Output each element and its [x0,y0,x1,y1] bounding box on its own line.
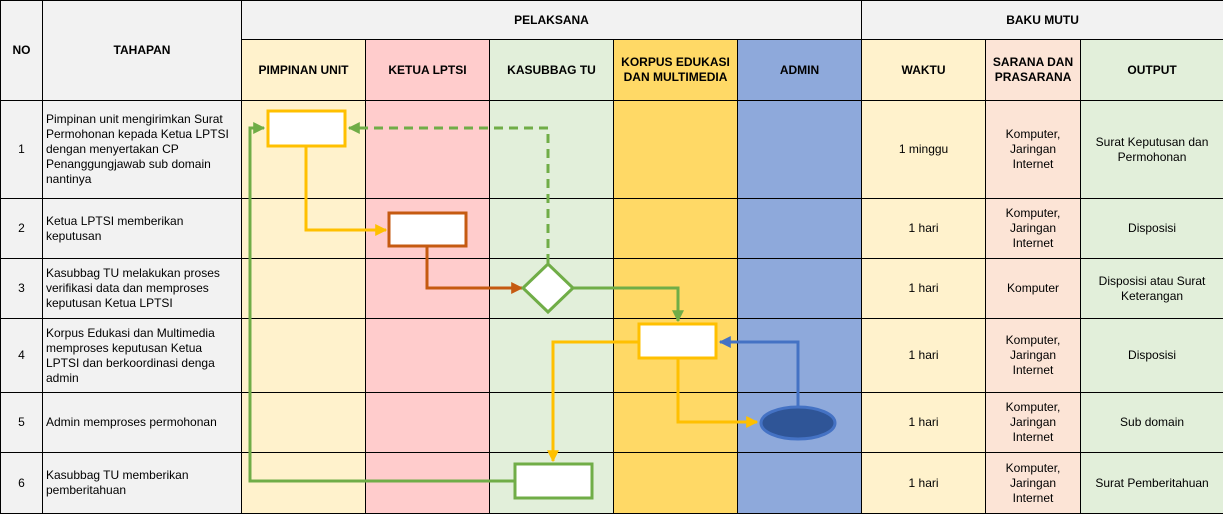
connector-step3-to-step4 [573,288,678,321]
connector-step6-to-step1 [250,128,514,481]
process-box-pimpinan-unit [268,111,345,146]
connector-step4-to-step5 [678,359,757,422]
connector-step1-to-step2 [306,147,386,230]
connector-step4-to-step6 [553,342,638,461]
connector-step5-to-step4 [720,342,798,406]
process-box-kasubbag-tu-final [515,464,592,498]
connector-step2-to-step3 [427,247,522,288]
terminator-admin [761,407,835,439]
process-box-korpus [639,324,716,358]
decision-diamond-kasubbag-tu [523,264,573,312]
process-box-ketua-lptsi [389,213,466,246]
